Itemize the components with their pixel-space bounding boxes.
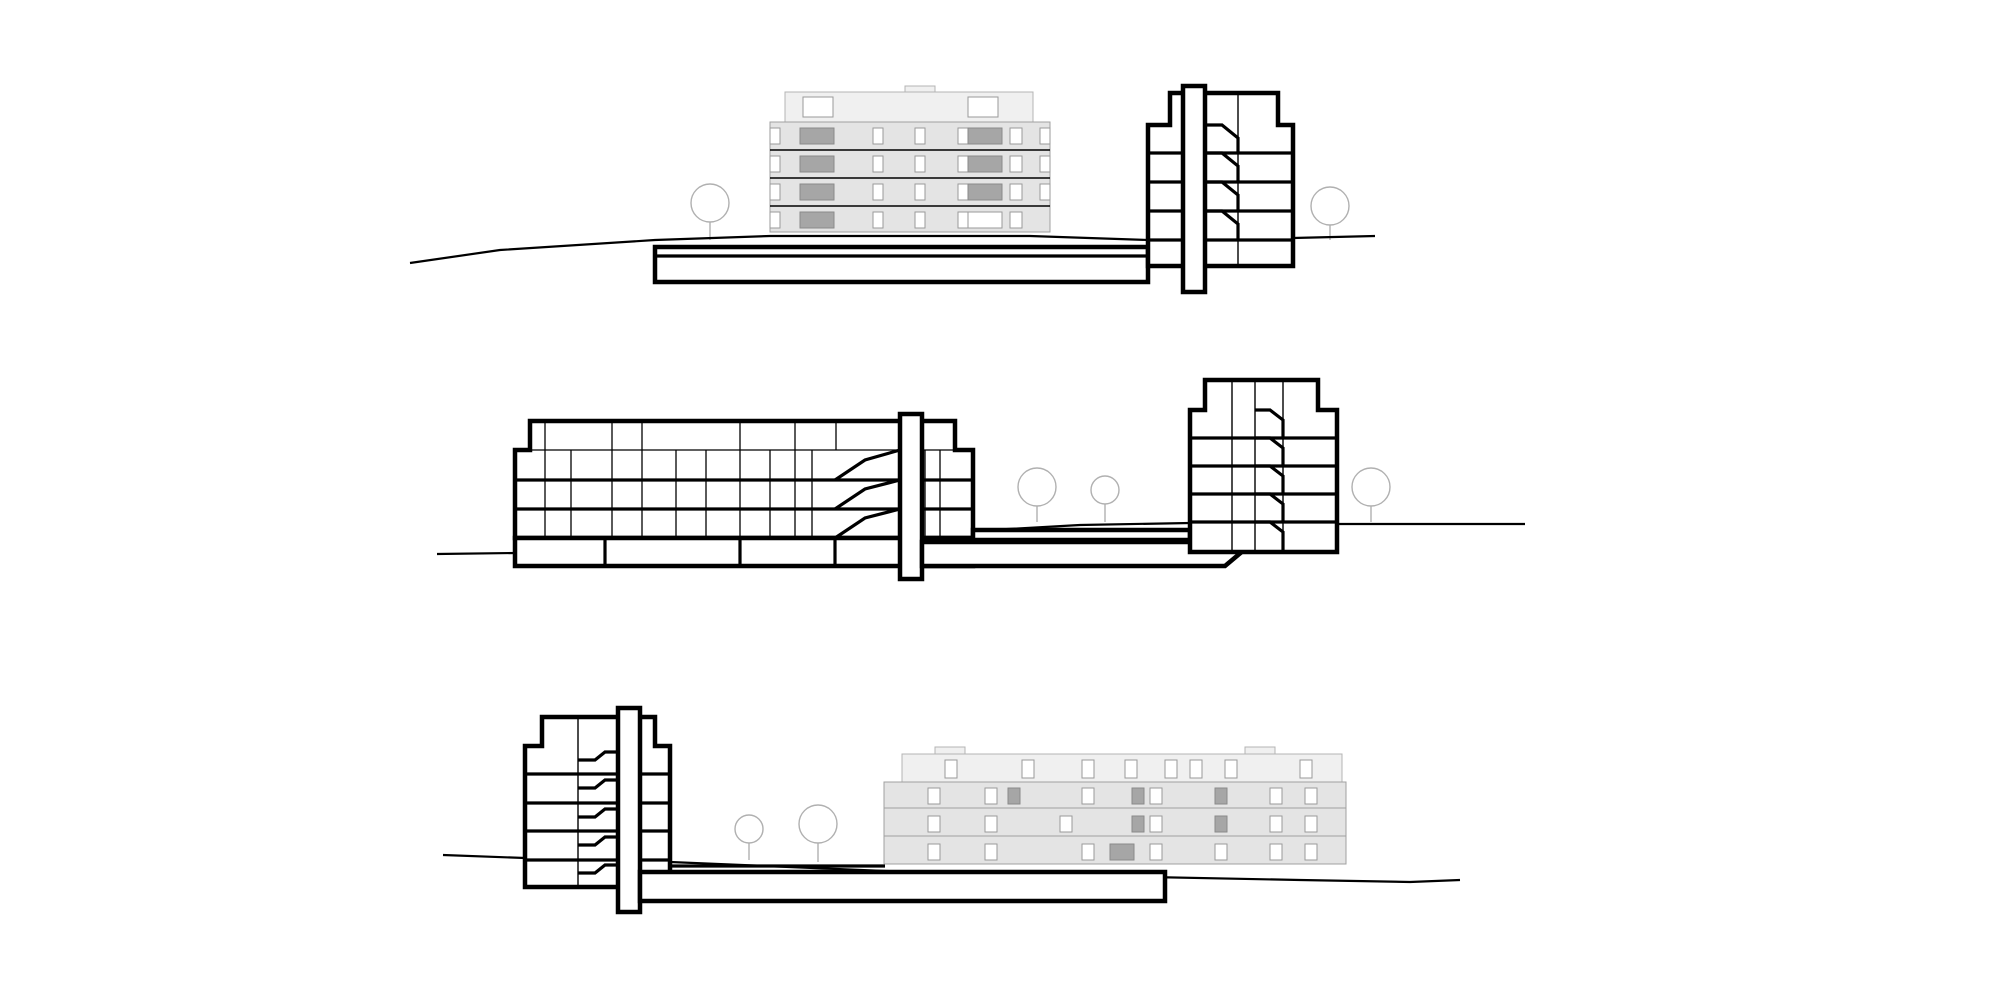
section-3 — [442, 705, 1461, 915]
section-3-core-shaft — [615, 705, 643, 915]
section-2-section-building — [512, 411, 976, 582]
section-1 — [409, 83, 1376, 295]
section-1-trees — [690, 183, 1350, 240]
section-3-ground-line — [442, 853, 1461, 884]
section-2-trees — [1017, 467, 1391, 522]
section-3-trees — [734, 804, 838, 862]
section-3-underground-garage — [637, 869, 1168, 904]
section-3-tower-building — [522, 705, 673, 915]
section-3-elevation-building — [883, 746, 1347, 865]
section-2 — [436, 377, 1525, 582]
section-1-core-shaft — [1180, 83, 1208, 295]
section-1-section-building — [1145, 83, 1296, 295]
section-3-elevation-windows — [927, 759, 1318, 861]
section-1-elevation-windows — [769, 96, 1051, 229]
section-1-underground-garage — [652, 244, 1151, 285]
section-2-core-shaft-left — [897, 411, 925, 582]
section-1-ground-line — [409, 234, 1376, 265]
section-2-tower-building — [1187, 377, 1340, 555]
section-1-elevation-building — [769, 85, 1051, 233]
